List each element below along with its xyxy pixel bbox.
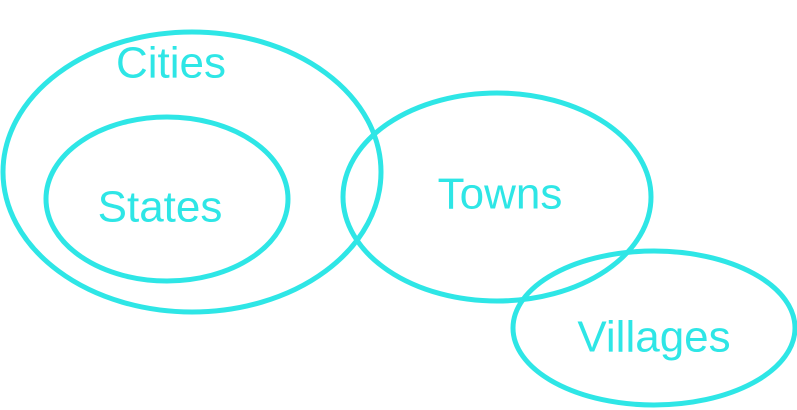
- states-set-ellipse: [43, 114, 291, 284]
- villages-label: Villages: [577, 313, 730, 362]
- towns-label: Towns: [438, 170, 563, 219]
- cities-label: Cities: [116, 39, 226, 88]
- villages-set-ellipse: [510, 248, 797, 408]
- states-label: States: [98, 183, 223, 232]
- towns-set-ellipse: [340, 90, 654, 304]
- cities-set-ellipse: [0, 29, 384, 315]
